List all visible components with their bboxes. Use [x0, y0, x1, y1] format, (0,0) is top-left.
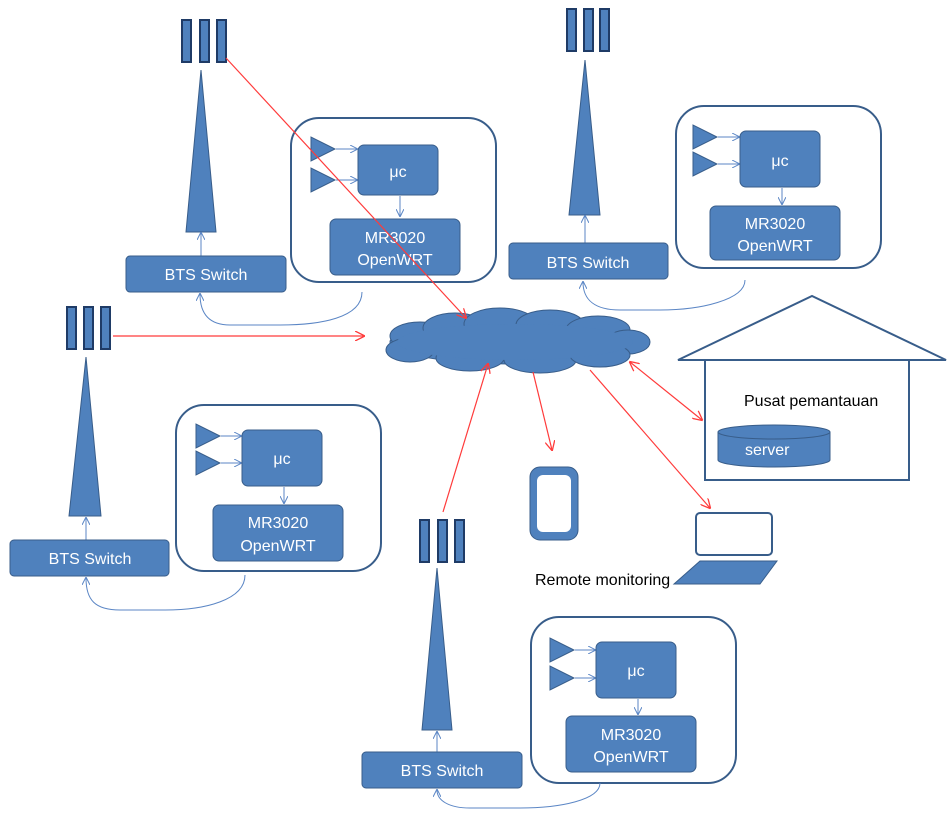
router-model-label: MR3020	[745, 216, 806, 233]
link-site4-cloud	[442, 364, 488, 513]
microcontroller-label: μc	[273, 451, 290, 468]
server-cylinder-icon: server	[717, 424, 831, 468]
link-site1-cloud	[225, 57, 466, 318]
microcontroller-box: μc	[357, 144, 439, 196]
sensor-triangle-icon	[310, 167, 337, 193]
bts-tower-icon	[421, 567, 453, 731]
router-box: MR3020 OpenWRT	[565, 715, 697, 773]
router-model-label: MR3020	[248, 515, 309, 532]
site-1: BTS Switch μc MR3020 OpenWRT	[125, 19, 497, 326]
site-4: BTS Switch μc MR3020 OpenWRT	[361, 519, 737, 809]
site-3: BTS Switch μc MR3020 OpenWRT	[9, 306, 382, 611]
bts-switch-label: BTS Switch	[401, 763, 484, 780]
router-box: MR3020 OpenWRT	[329, 218, 461, 276]
cloud-icon	[385, 307, 651, 374]
laptop-icon	[672, 512, 778, 585]
link-cloud-laptop	[589, 369, 710, 508]
router-to-switch-link	[86, 574, 246, 611]
link-cloud-center	[630, 362, 702, 420]
microcontroller-label: μc	[627, 663, 644, 680]
router-to-switch-link	[583, 279, 746, 311]
router-box: MR3020 OpenWRT	[709, 205, 841, 261]
microcontroller-box: μc	[739, 130, 821, 188]
router-to-switch-link	[437, 782, 601, 809]
sensor-triangle-icon	[692, 151, 719, 177]
microcontroller-label: μc	[389, 164, 406, 181]
microcontroller-box: μc	[595, 641, 677, 699]
bts-switch-label: BTS Switch	[49, 551, 132, 568]
antenna-array-icon	[419, 519, 465, 563]
router-firmware-label: OpenWRT	[357, 252, 433, 269]
sensor-triangle-icon	[549, 665, 576, 691]
router-to-switch-link	[200, 291, 363, 326]
site-2: BTS Switch μc MR3020 OpenWRT	[508, 8, 882, 311]
monitoring-center: Pusat pemantauan server	[677, 294, 947, 481]
router-firmware-label: OpenWRT	[593, 749, 669, 766]
network-links	[113, 57, 710, 513]
sensor-triangle-icon	[310, 136, 337, 162]
mobile-device-icon	[529, 466, 579, 541]
bts-tower-icon	[68, 356, 102, 517]
sensor-triangle-icon	[195, 423, 222, 449]
router-firmware-label: OpenWRT	[240, 538, 316, 555]
microcontroller-box: μc	[241, 429, 323, 487]
antenna-array-icon	[181, 19, 227, 63]
monitoring-center-label: Pusat pemantauan	[744, 393, 878, 410]
link-cloud-remote	[532, 371, 552, 450]
microcontroller-label: μc	[771, 153, 788, 170]
bts-switch-box: BTS Switch	[125, 255, 287, 293]
bts-switch-box: BTS Switch	[9, 539, 170, 577]
bts-switch-label: BTS Switch	[165, 267, 248, 284]
bts-switch-label: BTS Switch	[547, 255, 630, 272]
server-label: server	[745, 442, 790, 459]
router-model-label: MR3020	[601, 727, 662, 744]
remote-monitoring-label: Remote monitoring	[535, 572, 670, 589]
antenna-array-icon	[66, 306, 111, 350]
bts-switch-box: BTS Switch	[361, 751, 523, 789]
bts-switch-box: BTS Switch	[508, 242, 669, 280]
bts-tower-icon	[568, 59, 601, 216]
sensor-triangle-icon	[195, 450, 222, 476]
router-box: MR3020 OpenWRT	[212, 504, 344, 562]
router-firmware-label: OpenWRT	[737, 238, 813, 255]
sensor-triangle-icon	[549, 637, 576, 663]
sensor-triangle-icon	[692, 124, 719, 150]
router-model-label: MR3020	[365, 230, 426, 247]
bts-tower-icon	[185, 69, 217, 233]
antenna-array-icon	[566, 8, 610, 52]
